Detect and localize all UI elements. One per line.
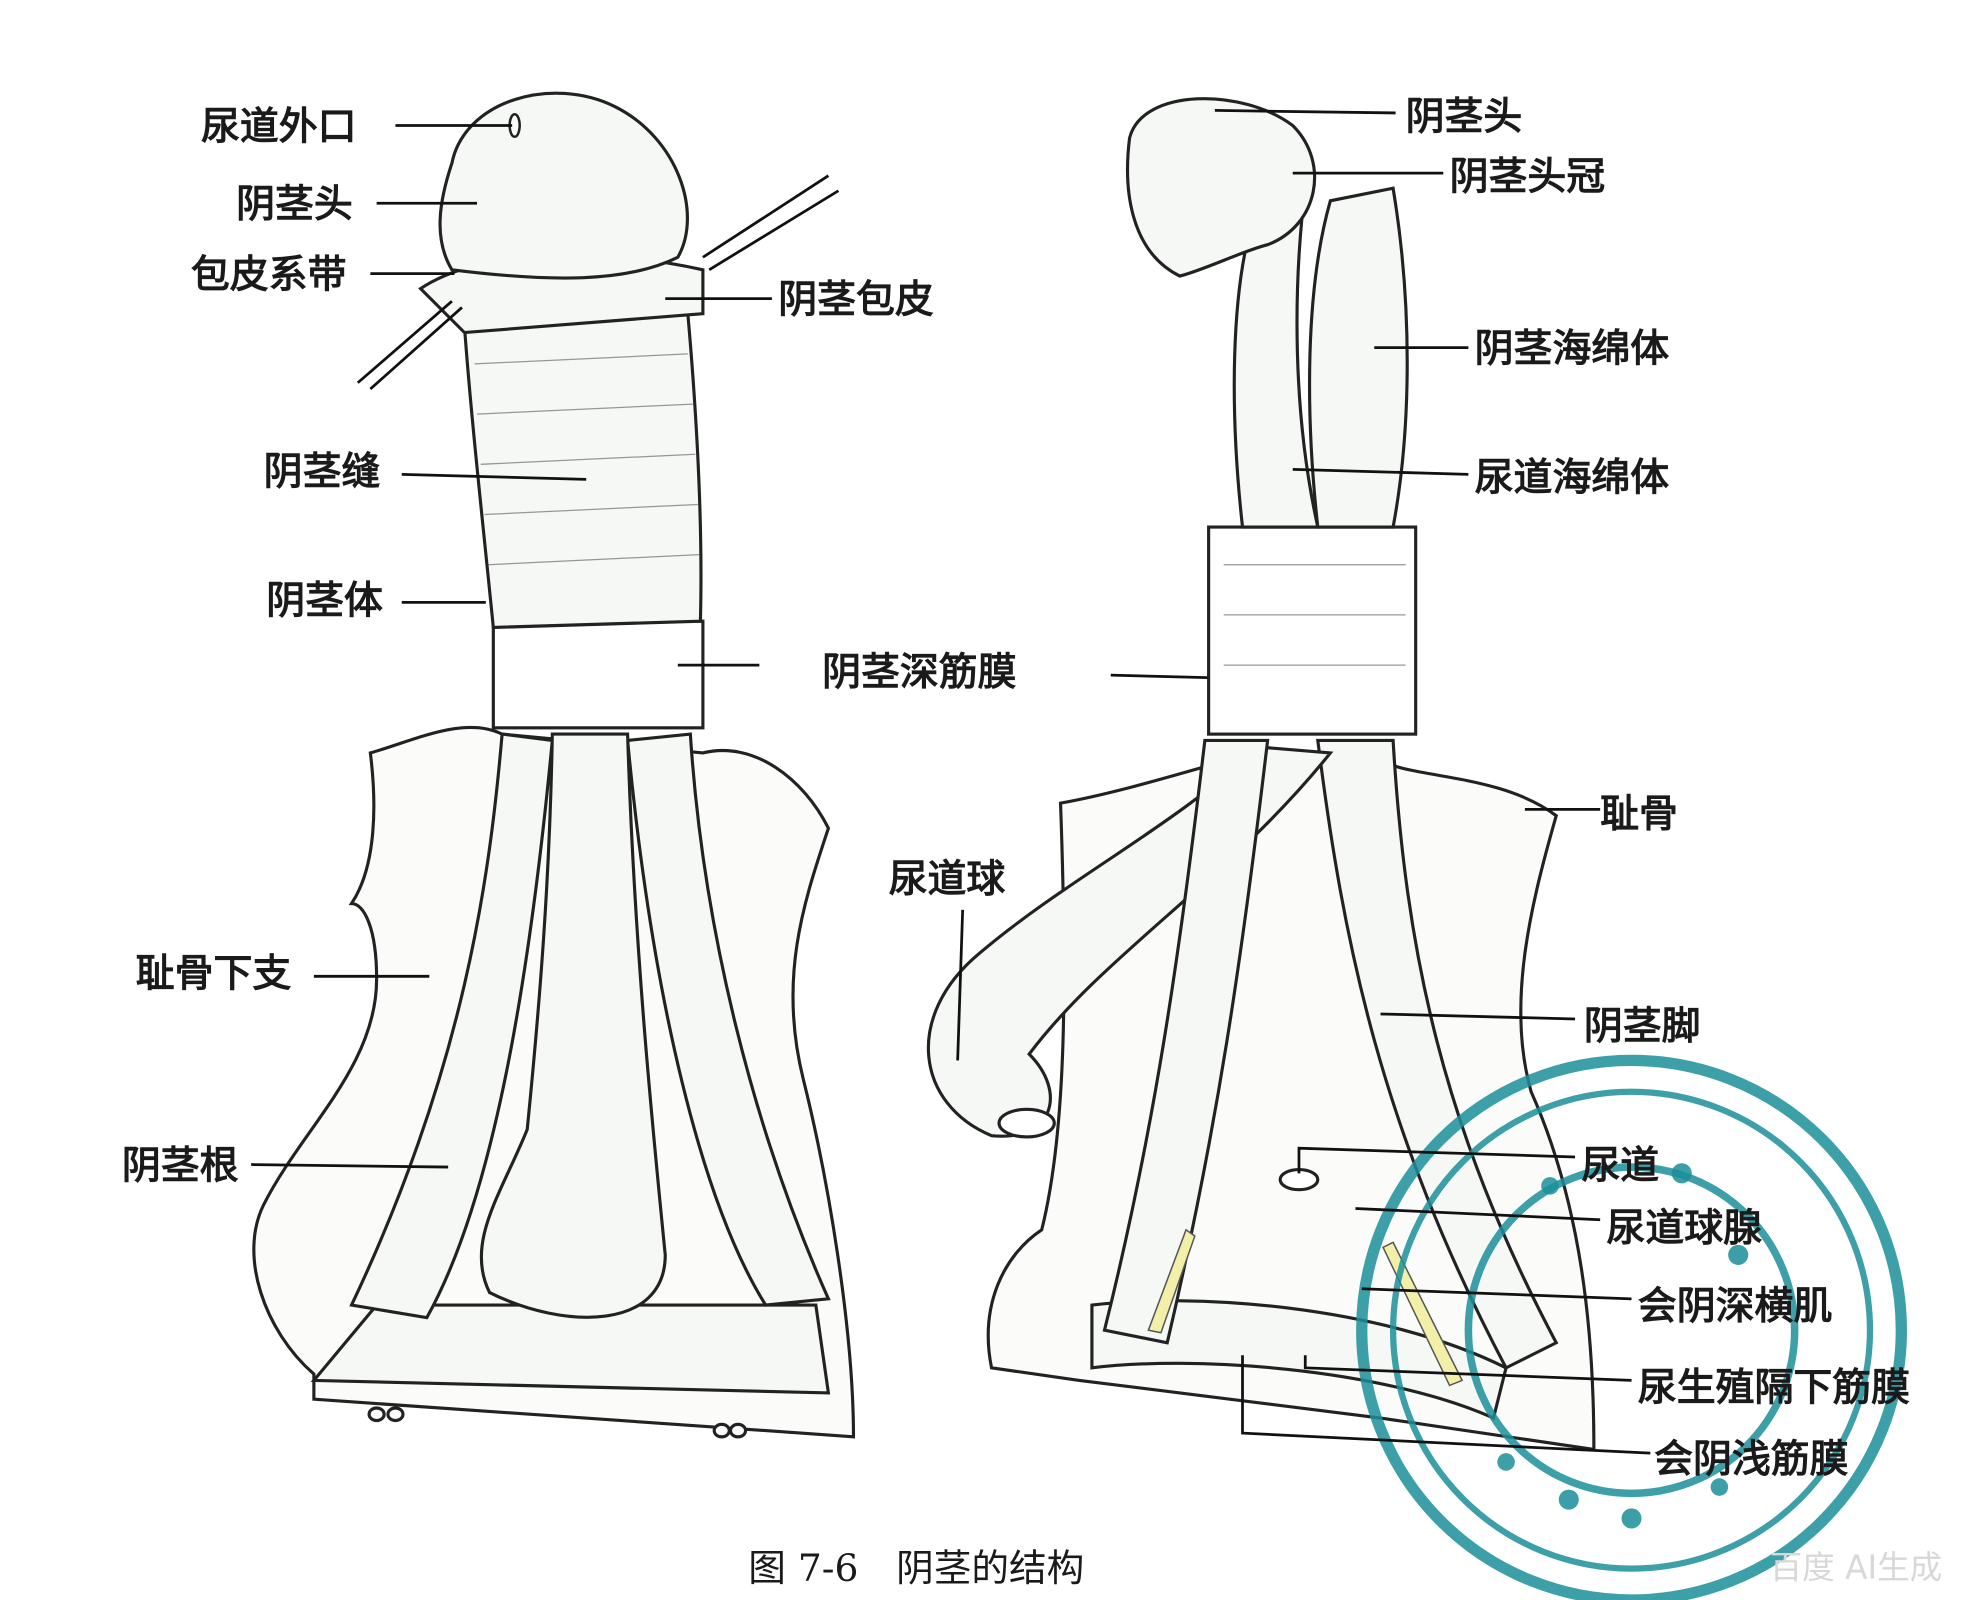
- figure-caption: 图 7-6 阴茎的结构: [748, 1546, 1084, 1590]
- label-deep-transverse-perineal: 会阴深横肌: [1638, 1283, 1833, 1329]
- left-retractor-lines: [356, 174, 840, 391]
- label-root: 阴茎根: [122, 1142, 239, 1188]
- left-deep-fascia-band: [491, 619, 705, 730]
- labels: 尿道外口 阴茎头 包皮系带 阴茎包皮 阴茎缝 阴茎体 阴茎深筋膜 耻骨下支 阴茎…: [122, 93, 1910, 1482]
- left-perineal-base: [310, 1303, 831, 1395]
- right-bulb-lumen: [997, 1107, 1056, 1139]
- left-penis-illustration: [252, 91, 856, 1439]
- label-inferior-pubic-ramus: 耻骨下支: [136, 950, 292, 996]
- leader-lines: [251, 109, 1651, 1455]
- label-body: 阴茎体: [266, 578, 383, 624]
- label-urethra: 尿道: [1581, 1142, 1659, 1188]
- label-inferior-urogenital-fascia: 尿生殖隔下筋膜: [1638, 1364, 1910, 1410]
- left-crus-left: [349, 732, 555, 1320]
- left-shaft: [462, 312, 703, 630]
- label-pubis: 耻骨: [1600, 791, 1678, 837]
- label-corpus-spongiosum: 尿道海绵体: [1475, 455, 1670, 501]
- label-frenulum: 包皮系带: [191, 251, 347, 297]
- label-deep-fascia: 阴茎深筋膜: [822, 649, 1017, 695]
- right-deep-fascia-band: [1207, 525, 1418, 736]
- right-cavernosum: [1307, 186, 1409, 529]
- right-nerve: [1147, 1228, 1464, 1387]
- label-glans-right: 阴茎头: [1406, 93, 1523, 139]
- left-corpus-spongiosum: [479, 732, 667, 1319]
- label-crus: 阴茎脚: [1584, 1003, 1701, 1049]
- label-superficial-perineal-fascia: 会阴浅筋膜: [1654, 1436, 1849, 1482]
- right-crus: [1316, 738, 1559, 1370]
- watermark: 百度 AI生成: [1770, 1549, 1943, 1587]
- label-bulb: 尿道球: [889, 856, 1006, 902]
- right-penis-illustration: [926, 97, 1596, 1452]
- right-glans: [1126, 97, 1317, 278]
- label-prepuce: 阴茎包皮: [778, 276, 934, 322]
- label-corpus-cavernosum: 阴茎海绵体: [1475, 325, 1670, 371]
- label-bulbourethral-gland: 尿道球腺: [1606, 1205, 1762, 1251]
- label-raphe: 阴茎缝: [264, 448, 381, 494]
- stamp-seal: [1356, 1054, 1907, 1600]
- left-crus-right: [625, 732, 831, 1307]
- label-urethral-orifice: 尿道外口: [201, 103, 357, 149]
- label-glans-left: 阴茎头: [236, 181, 353, 227]
- label-corona: 阴茎头冠: [1450, 153, 1606, 199]
- right-corpus-cavernosum-shaft: [1102, 738, 1270, 1345]
- left-glans: [438, 91, 689, 280]
